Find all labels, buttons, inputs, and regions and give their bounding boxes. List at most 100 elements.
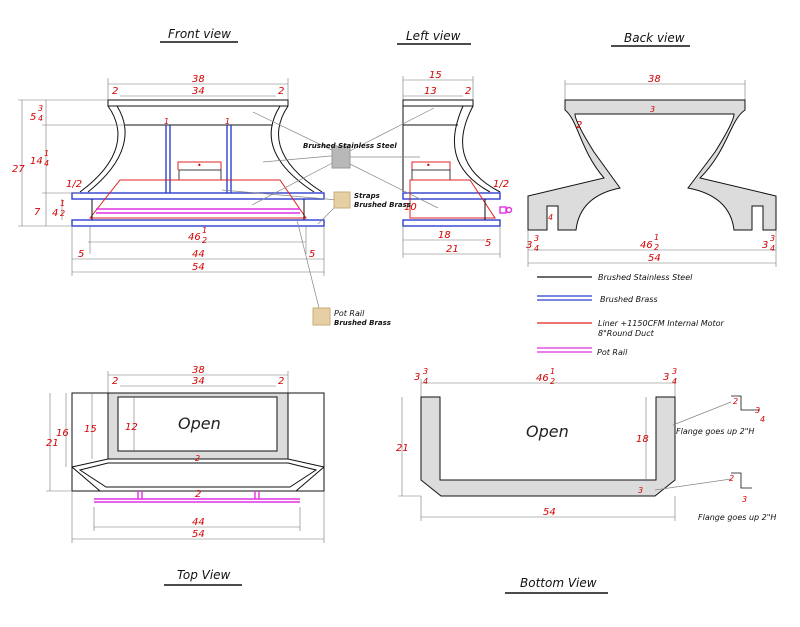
top-collar-2-right: 2 <box>278 376 284 387</box>
bottom-inner-3: 3 <box>638 486 643 495</box>
top-height-16: 16 <box>56 428 69 439</box>
top-width-38: 38 <box>192 365 205 376</box>
top-height-12: 12 <box>125 422 138 433</box>
left-side-5: 5 <box>485 238 491 249</box>
flange2-3: 3 <box>742 495 747 504</box>
front-collar-2-left: 2 <box>112 86 118 97</box>
bottom-width-46: 46 <box>536 373 549 384</box>
frac-num-bo46: 1 <box>550 367 555 376</box>
top-rail-2: 2 <box>195 489 201 500</box>
callout-pot-rail: Pot Rail <box>334 309 365 318</box>
front-view: 38 34 2 2 1 1 • 27 <box>12 74 325 276</box>
bottom-end-3-left: 3 <box>414 372 420 383</box>
front-height-14-1-4: 14 <box>30 156 43 167</box>
callout-straps: Straps <box>354 192 380 200</box>
strap-dim-right: 1 <box>225 117 230 126</box>
legend-brass: Brushed Brass <box>600 295 658 304</box>
flange1-4: 4 <box>760 415 765 424</box>
frac-num-bor: 3 <box>672 367 677 376</box>
frac-num-b46: 1 <box>654 233 659 242</box>
left-10: 10 <box>404 202 417 213</box>
left-brass-half: 1/2 <box>493 179 509 190</box>
frac-num: 3 <box>38 104 43 113</box>
frac-den-bl: 4 <box>534 244 539 253</box>
callout-brushed-steel: Brushed Stainless Steel <box>303 142 397 150</box>
steel-swatch <box>331 145 351 169</box>
flange2-label: Flange goes up 2"H <box>698 513 776 522</box>
left-view: 15 13 2 • 1/2 10 18 5 21 <box>402 70 513 258</box>
back-width-38: 38 <box>648 74 661 85</box>
left-width-21: 21 <box>446 244 459 255</box>
callout-straps-sub: Brushed Brass <box>354 201 411 209</box>
back-width-46: 46 <box>640 240 653 251</box>
front-collar-2-right: 2 <box>278 86 284 97</box>
back-foot-4: 4 <box>548 213 553 222</box>
front-height-7: 7 <box>34 207 41 218</box>
back-view: 38 3 2 4 3 3 4 3 3 4 46 1 2 54 <box>526 74 777 267</box>
flange1-2: 2 <box>733 397 738 406</box>
top-width-54: 54 <box>192 529 205 540</box>
left-view-title: Left view <box>406 29 461 43</box>
frac-num-46: 1 <box>202 226 207 235</box>
frac-den-b46: 2 <box>654 243 659 252</box>
legend-steel: Brushed Stainless Steel <box>598 273 693 282</box>
frac-num-bol: 3 <box>423 367 428 376</box>
back-side-2: 2 <box>576 120 582 131</box>
left-width-15: 15 <box>429 70 442 81</box>
frac-num-14: 1 <box>44 149 49 158</box>
top-height-21: 21 <box>46 438 59 449</box>
callouts: Brushed Stainless Steel Straps Brushed B… <box>221 107 439 327</box>
front-width-34: 34 <box>192 86 205 97</box>
front-width-38: 38 <box>192 74 205 85</box>
pot-rail-swatch <box>312 307 331 326</box>
bottom-height-21: 21 <box>396 443 409 454</box>
back-top-3: 3 <box>650 105 655 114</box>
frac-den-4: 2 <box>60 209 65 218</box>
back-width-54: 54 <box>648 253 661 264</box>
legend-pot-rail: Pot Rail <box>597 348 628 357</box>
bottom-view: 3 3 4 3 3 4 46 1 2 Open 3 21 18 54 2 3 4… <box>396 367 776 522</box>
bottom-width-54: 54 <box>543 507 556 518</box>
svg-text:•: • <box>426 161 431 170</box>
bottom-view-title: Bottom View <box>520 576 597 590</box>
frac-num-4: 1 <box>60 199 65 208</box>
flange1-label: Flange goes up 2"H <box>676 427 754 436</box>
frac-den: 4 <box>38 114 43 123</box>
svg-text:•: • <box>197 161 202 170</box>
frac-num-bl: 3 <box>534 234 539 243</box>
front-side-5-right: 5 <box>309 249 315 260</box>
legend-liner-2: 8"Round Duct <box>598 329 655 338</box>
frac-den-br: 4 <box>770 244 775 253</box>
legend-liner: Liner +1150CFM Internal Motor <box>598 319 725 328</box>
top-view-title: Top View <box>177 568 231 582</box>
front-brass-half: 1/2 <box>66 179 82 190</box>
bottom-open-label: Open <box>526 422 569 441</box>
top-width-34: 34 <box>192 376 205 387</box>
frac-den-bor: 4 <box>672 377 677 386</box>
frac-num-br: 3 <box>770 234 775 243</box>
top-mid-2: 2 <box>195 454 200 463</box>
top-view: 38 34 2 2 Open 2 2 21 16 15 12 44 <box>46 365 325 543</box>
frac-den-46: 2 <box>202 236 207 245</box>
bottom-height-18: 18 <box>636 434 649 445</box>
strap-dim-left: 1 <box>164 117 169 126</box>
top-collar-2-left: 2 <box>112 376 118 387</box>
legend: Brushed Stainless Steel Brushed Brass Li… <box>537 273 725 357</box>
front-width-54: 54 <box>192 262 205 273</box>
bottom-end-3-right: 3 <box>663 372 669 383</box>
flange1-3: 3 <box>755 406 760 415</box>
back-end-3-left: 3 <box>526 240 532 251</box>
back-view-title: Back view <box>624 31 685 45</box>
front-height-4-1-2: 4 <box>52 208 58 219</box>
front-height-5-3-4: 5 <box>30 112 36 123</box>
front-height-27: 27 <box>12 164 25 175</box>
left-width-18: 18 <box>438 230 451 241</box>
top-open-label: Open <box>178 414 221 433</box>
front-view-title: Front view <box>168 27 231 41</box>
flange2-2: 2 <box>729 474 734 483</box>
frac-den-bol: 4 <box>423 377 428 386</box>
back-end-3-right: 3 <box>762 240 768 251</box>
straps-swatch <box>333 191 351 209</box>
front-width-44: 44 <box>192 249 205 260</box>
